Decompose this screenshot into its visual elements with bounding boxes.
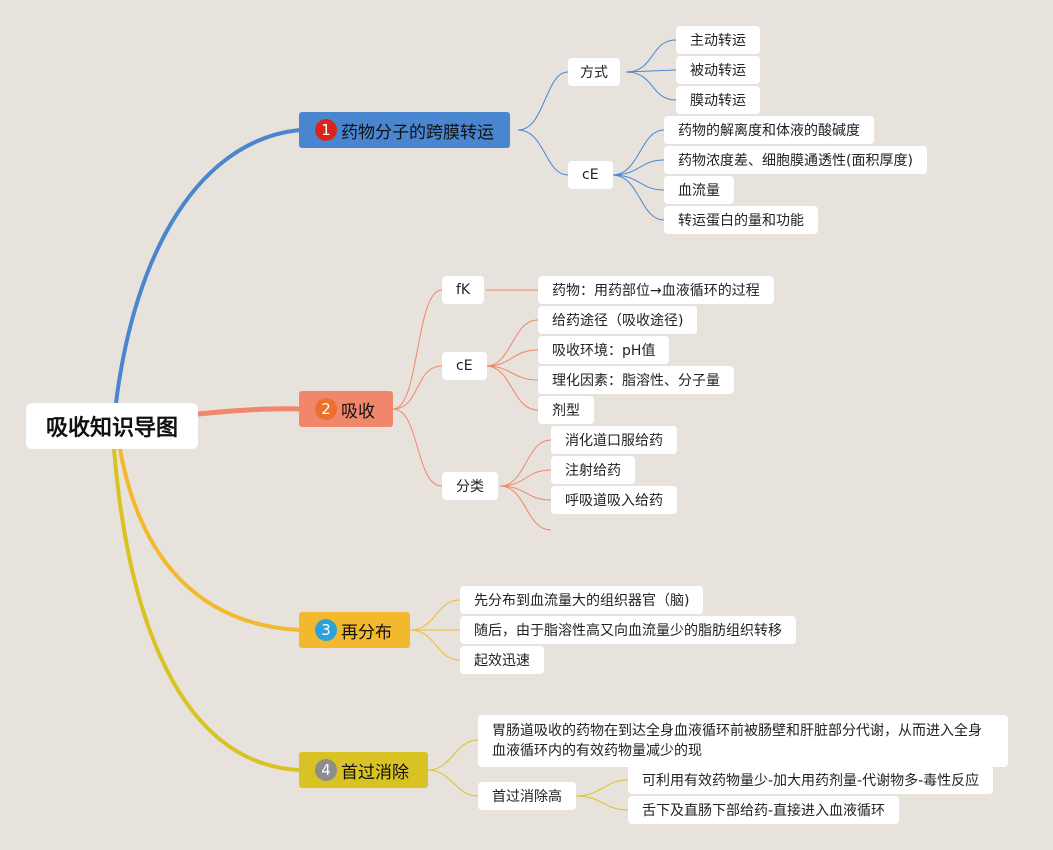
sub-node-factors[interactable]: cE <box>568 161 613 189</box>
leaf-node[interactable]: 消化道口服给药 <box>551 426 677 454</box>
number-badge: 3 <box>315 619 337 641</box>
leaf-node[interactable]: 注射给药 <box>551 456 635 484</box>
branch-absorption[interactable]: 2 吸收 <box>299 391 393 427</box>
leaf-node[interactable]: 被动转运 <box>676 56 760 84</box>
leaf-node[interactable]: 血流量 <box>664 176 734 204</box>
link-root-b1 <box>114 128 301 404</box>
sub-node-fk[interactable]: fK <box>442 276 485 304</box>
leaf-node[interactable]: 给药途径（吸收途径) <box>538 306 698 334</box>
sub-node-method[interactable]: 方式 <box>568 58 620 86</box>
branch-label: 首过消除 <box>341 762 409 783</box>
number-badge: 4 <box>315 759 337 781</box>
leaf-node[interactable]: 理化因素：脂溶性、分子量 <box>538 366 734 394</box>
branch-label: 吸收 <box>341 401 375 422</box>
leaf-node[interactable]: 药物的解离度和体液的酸碱度 <box>664 116 874 144</box>
leaf-node[interactable]: 先分布到血流量大的组织器官（脑) <box>460 586 704 614</box>
branch-transport[interactable]: 1 药物分子的跨膜转运 <box>299 112 510 148</box>
branch-first-pass[interactable]: 4 首过消除 <box>299 752 428 788</box>
link-root-b4 <box>112 448 301 772</box>
leaf-node-definition[interactable]: 胃肠道吸收的药物在到达全身血液循环前被肠壁和肝脏部分代谢，从而进入全身血液循环内… <box>478 715 1008 767</box>
leaf-node[interactable]: 呼吸道吸入给药 <box>551 486 677 514</box>
number-badge: 2 <box>315 398 337 420</box>
leaf-node[interactable]: 起效迅速 <box>460 646 544 674</box>
number-badge: 1 <box>315 119 337 141</box>
leaf-node[interactable]: 膜动转运 <box>676 86 760 114</box>
leaf-node[interactable]: 舌下及直肠下部给药-直接进入血液循环 <box>628 796 900 824</box>
leaf-node[interactable]: 剂型 <box>538 396 594 424</box>
leaf-node[interactable]: 主动转运 <box>676 26 760 54</box>
link-root-b3 <box>118 448 301 632</box>
branch-label: 药物分子的跨膜转运 <box>341 122 494 143</box>
leaf-node[interactable]: 可利用有效药物量少-加大用药剂量-代谢物多-毒性反应 <box>628 766 994 794</box>
sub-node-factors[interactable]: cE <box>442 352 487 380</box>
sub-node-high-first-pass[interactable]: 首过消除高 <box>478 782 576 810</box>
leaf-node[interactable]: 吸收环境：pH值 <box>538 336 670 364</box>
leaf-node[interactable]: 药物：用药部位→血液循环的过程 <box>538 276 774 304</box>
leaf-node[interactable]: 药物浓度差、细胞膜通透性(面积厚度) <box>664 146 927 174</box>
root-node[interactable]: 吸收知识导图 <box>26 403 198 449</box>
link-root-b2 <box>197 406 301 417</box>
sub-node-classification[interactable]: 分类 <box>442 472 498 500</box>
branch-redistribution[interactable]: 3 再分布 <box>299 612 410 648</box>
leaf-node[interactable]: 随后，由于脂溶性高又向血流量少的脂肪组织转移 <box>460 616 796 644</box>
leaf-node[interactable]: 转运蛋白的量和功能 <box>664 206 818 234</box>
branch-label: 再分布 <box>341 622 392 643</box>
